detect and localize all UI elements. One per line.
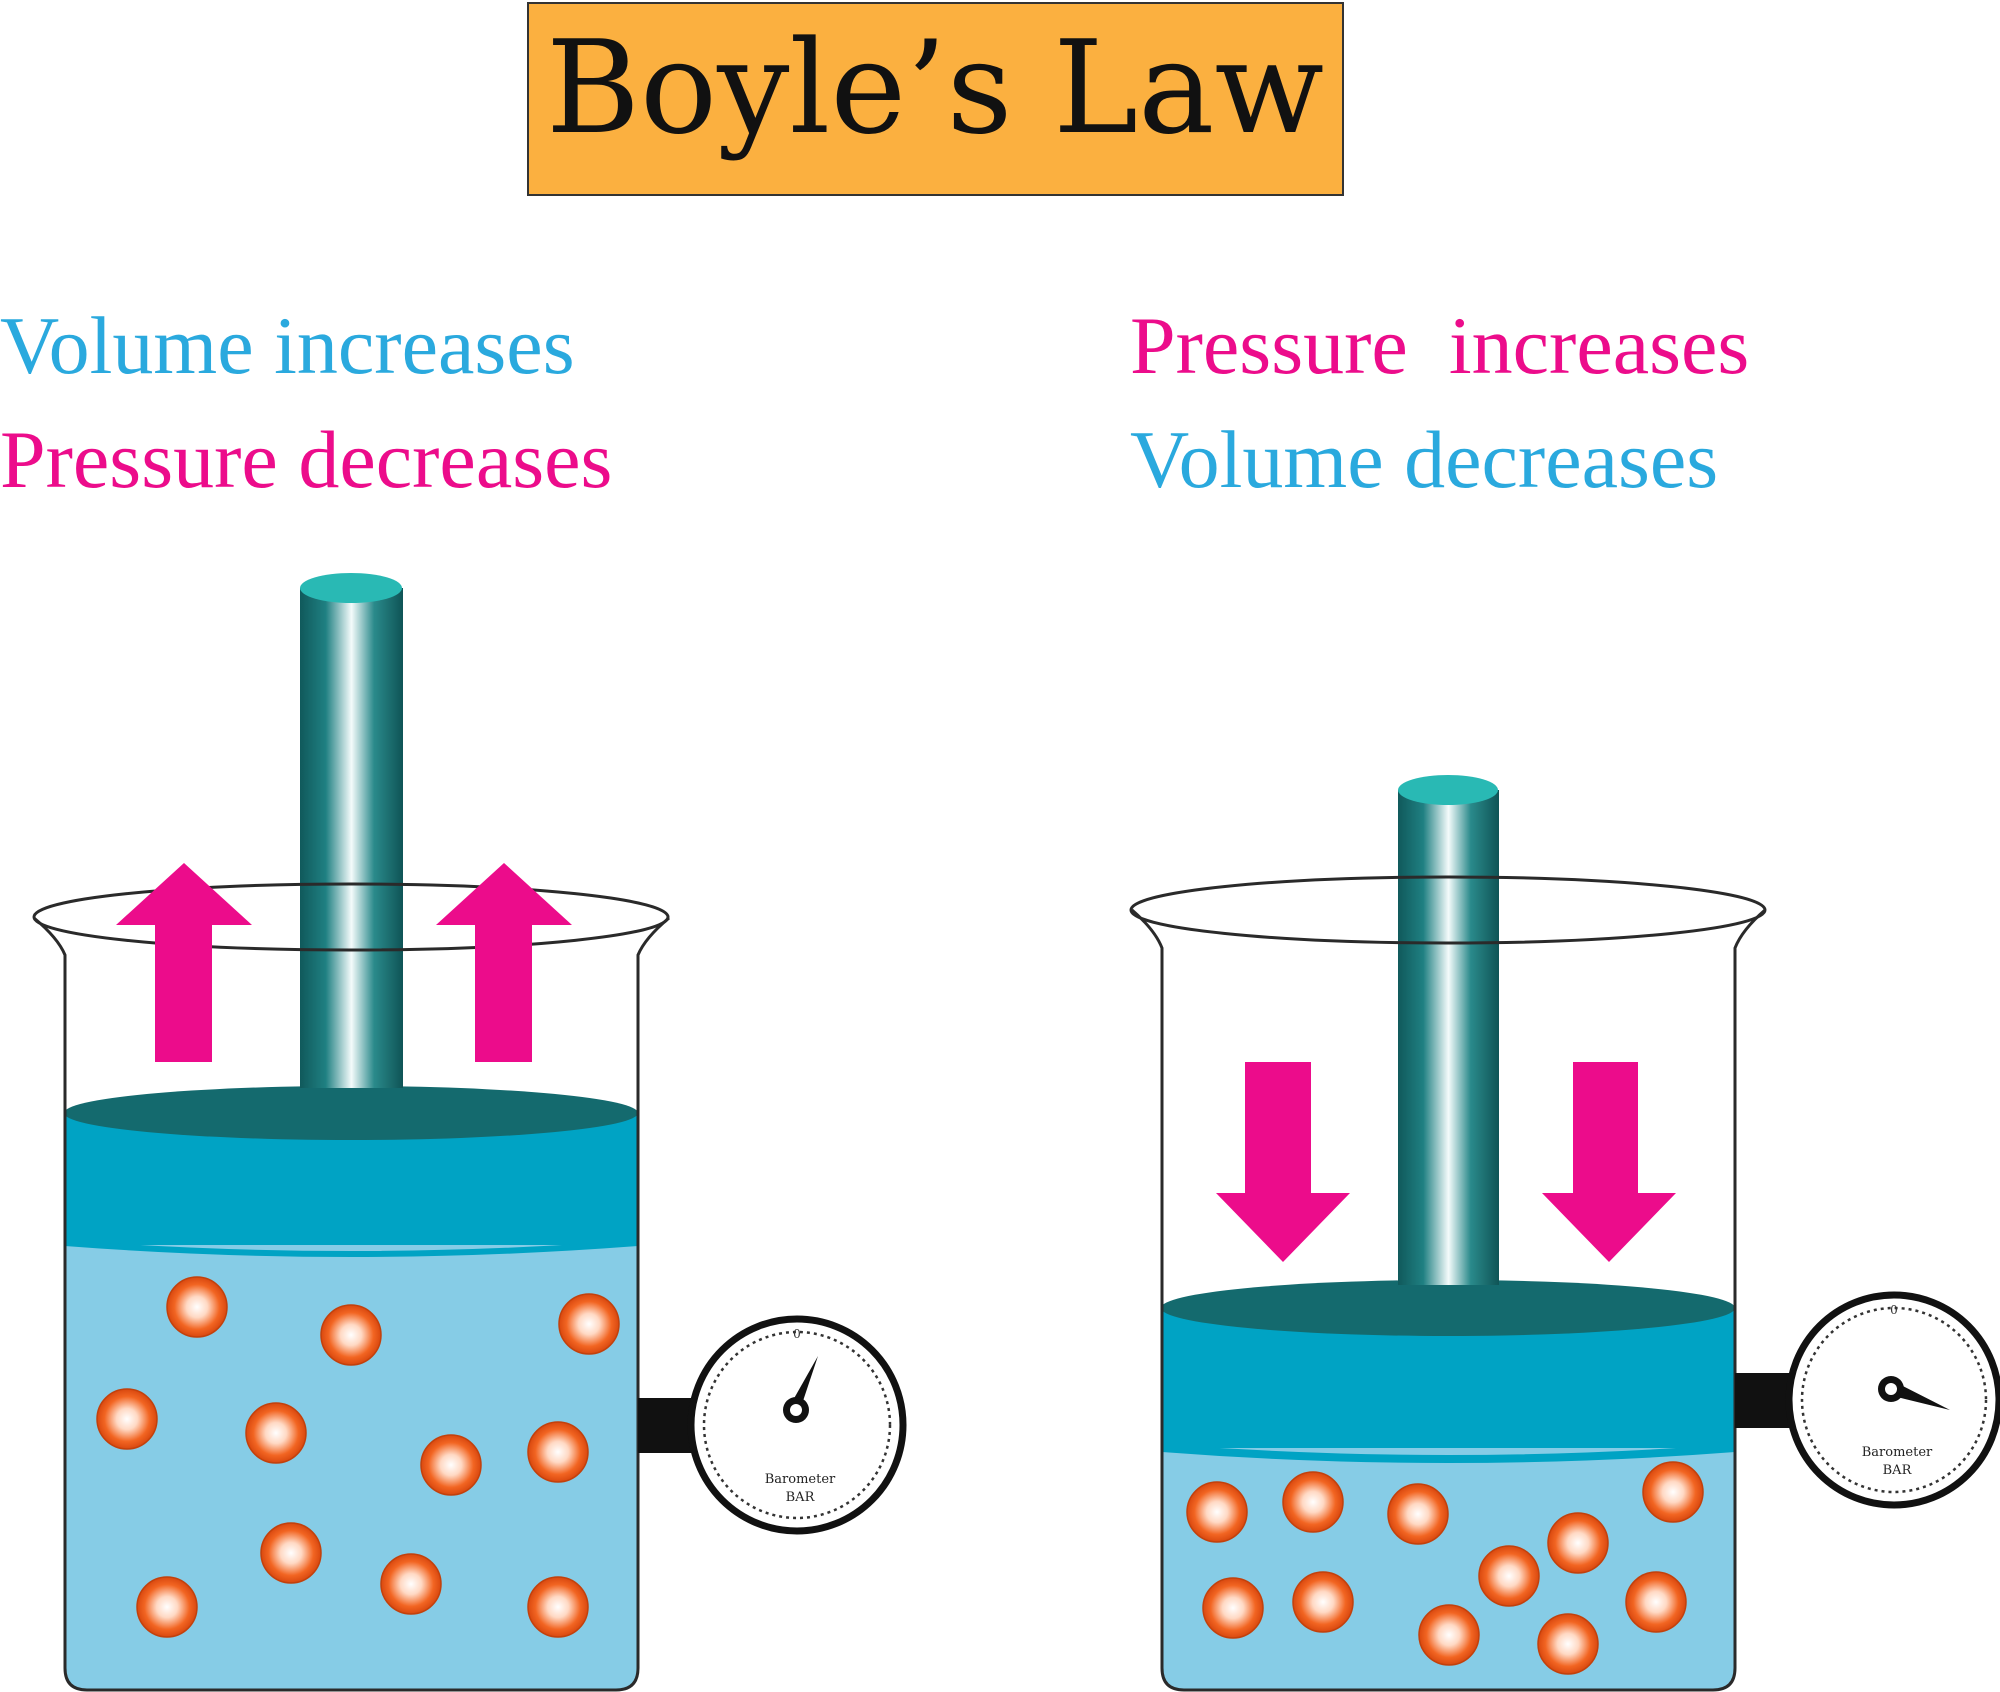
left-gauge-label: Barometer <box>765 1472 836 1487</box>
right-caption-line2: Volume decreases <box>1130 414 1718 505</box>
left-arrow-up-1 <box>116 863 252 1062</box>
molecule <box>1642 1461 1704 1523</box>
left-arrow-up-2 <box>436 863 572 1062</box>
right-caption-line1: Pressure increases <box>1130 300 1749 391</box>
molecule <box>260 1522 322 1584</box>
molecule <box>1202 1577 1264 1639</box>
left-rod-cap <box>300 573 402 603</box>
left-gas <box>65 1243 638 1690</box>
molecule <box>1537 1613 1599 1675</box>
left-molecules <box>96 1276 620 1638</box>
left-beaker-rim <box>32 882 670 952</box>
molecule <box>1282 1471 1344 1533</box>
right-beaker: 0 Barometer BAR <box>1129 775 2000 1692</box>
molecule <box>558 1293 620 1355</box>
title: Boyle’s Law <box>546 14 1324 163</box>
molecule <box>166 1276 228 1338</box>
right-arrow-down-1 <box>1216 1062 1350 1262</box>
molecule <box>420 1434 482 1496</box>
molecule <box>527 1576 589 1638</box>
left-gauge-zero: 0 <box>793 1327 801 1341</box>
right-gauge-label: Barometer <box>1862 1445 1933 1460</box>
right-beaker-rim <box>1129 875 1767 945</box>
right-gauge-needle <box>1893 1382 1950 1410</box>
right-molecules <box>1186 1461 1704 1675</box>
right-gauge-zero: 0 <box>1890 1303 1898 1317</box>
left-beaker: 0 Barometer BAR <box>32 573 907 1692</box>
right-arrow-down-2 <box>1542 1062 1676 1262</box>
right-gauge-unit: BAR <box>1883 1463 1913 1478</box>
left-gauge-needle <box>792 1356 818 1407</box>
left-caption-line1: Volume increases <box>0 300 575 391</box>
right-rod <box>1398 790 1499 1285</box>
molecule <box>96 1388 158 1450</box>
molecule <box>1292 1571 1354 1633</box>
left-piston-top <box>64 1086 638 1140</box>
molecule <box>1625 1571 1687 1633</box>
molecule <box>1418 1604 1480 1666</box>
molecule <box>320 1304 382 1366</box>
molecule <box>380 1553 442 1615</box>
right-barometer-gauge: 0 Barometer BAR <box>1735 1291 2000 1509</box>
left-gauge-unit: BAR <box>786 1490 816 1505</box>
title-box: Boyle’s Law <box>527 2 1344 196</box>
molecule <box>245 1402 307 1464</box>
right-beaker-glass <box>1131 908 1766 1692</box>
right-rod-cap <box>1398 775 1498 805</box>
molecule <box>1478 1545 1540 1607</box>
left-barometer-gauge: 0 Barometer BAR <box>638 1315 907 1535</box>
left-caption-line2: Pressure decreases <box>0 414 612 505</box>
molecule <box>1186 1481 1248 1543</box>
molecule <box>1547 1512 1609 1574</box>
molecule <box>527 1421 589 1483</box>
molecule <box>136 1576 198 1638</box>
left-rod <box>300 588 403 1088</box>
left-beaker-glass <box>33 916 670 1692</box>
right-piston-top <box>1161 1280 1735 1336</box>
molecule <box>1387 1483 1449 1545</box>
